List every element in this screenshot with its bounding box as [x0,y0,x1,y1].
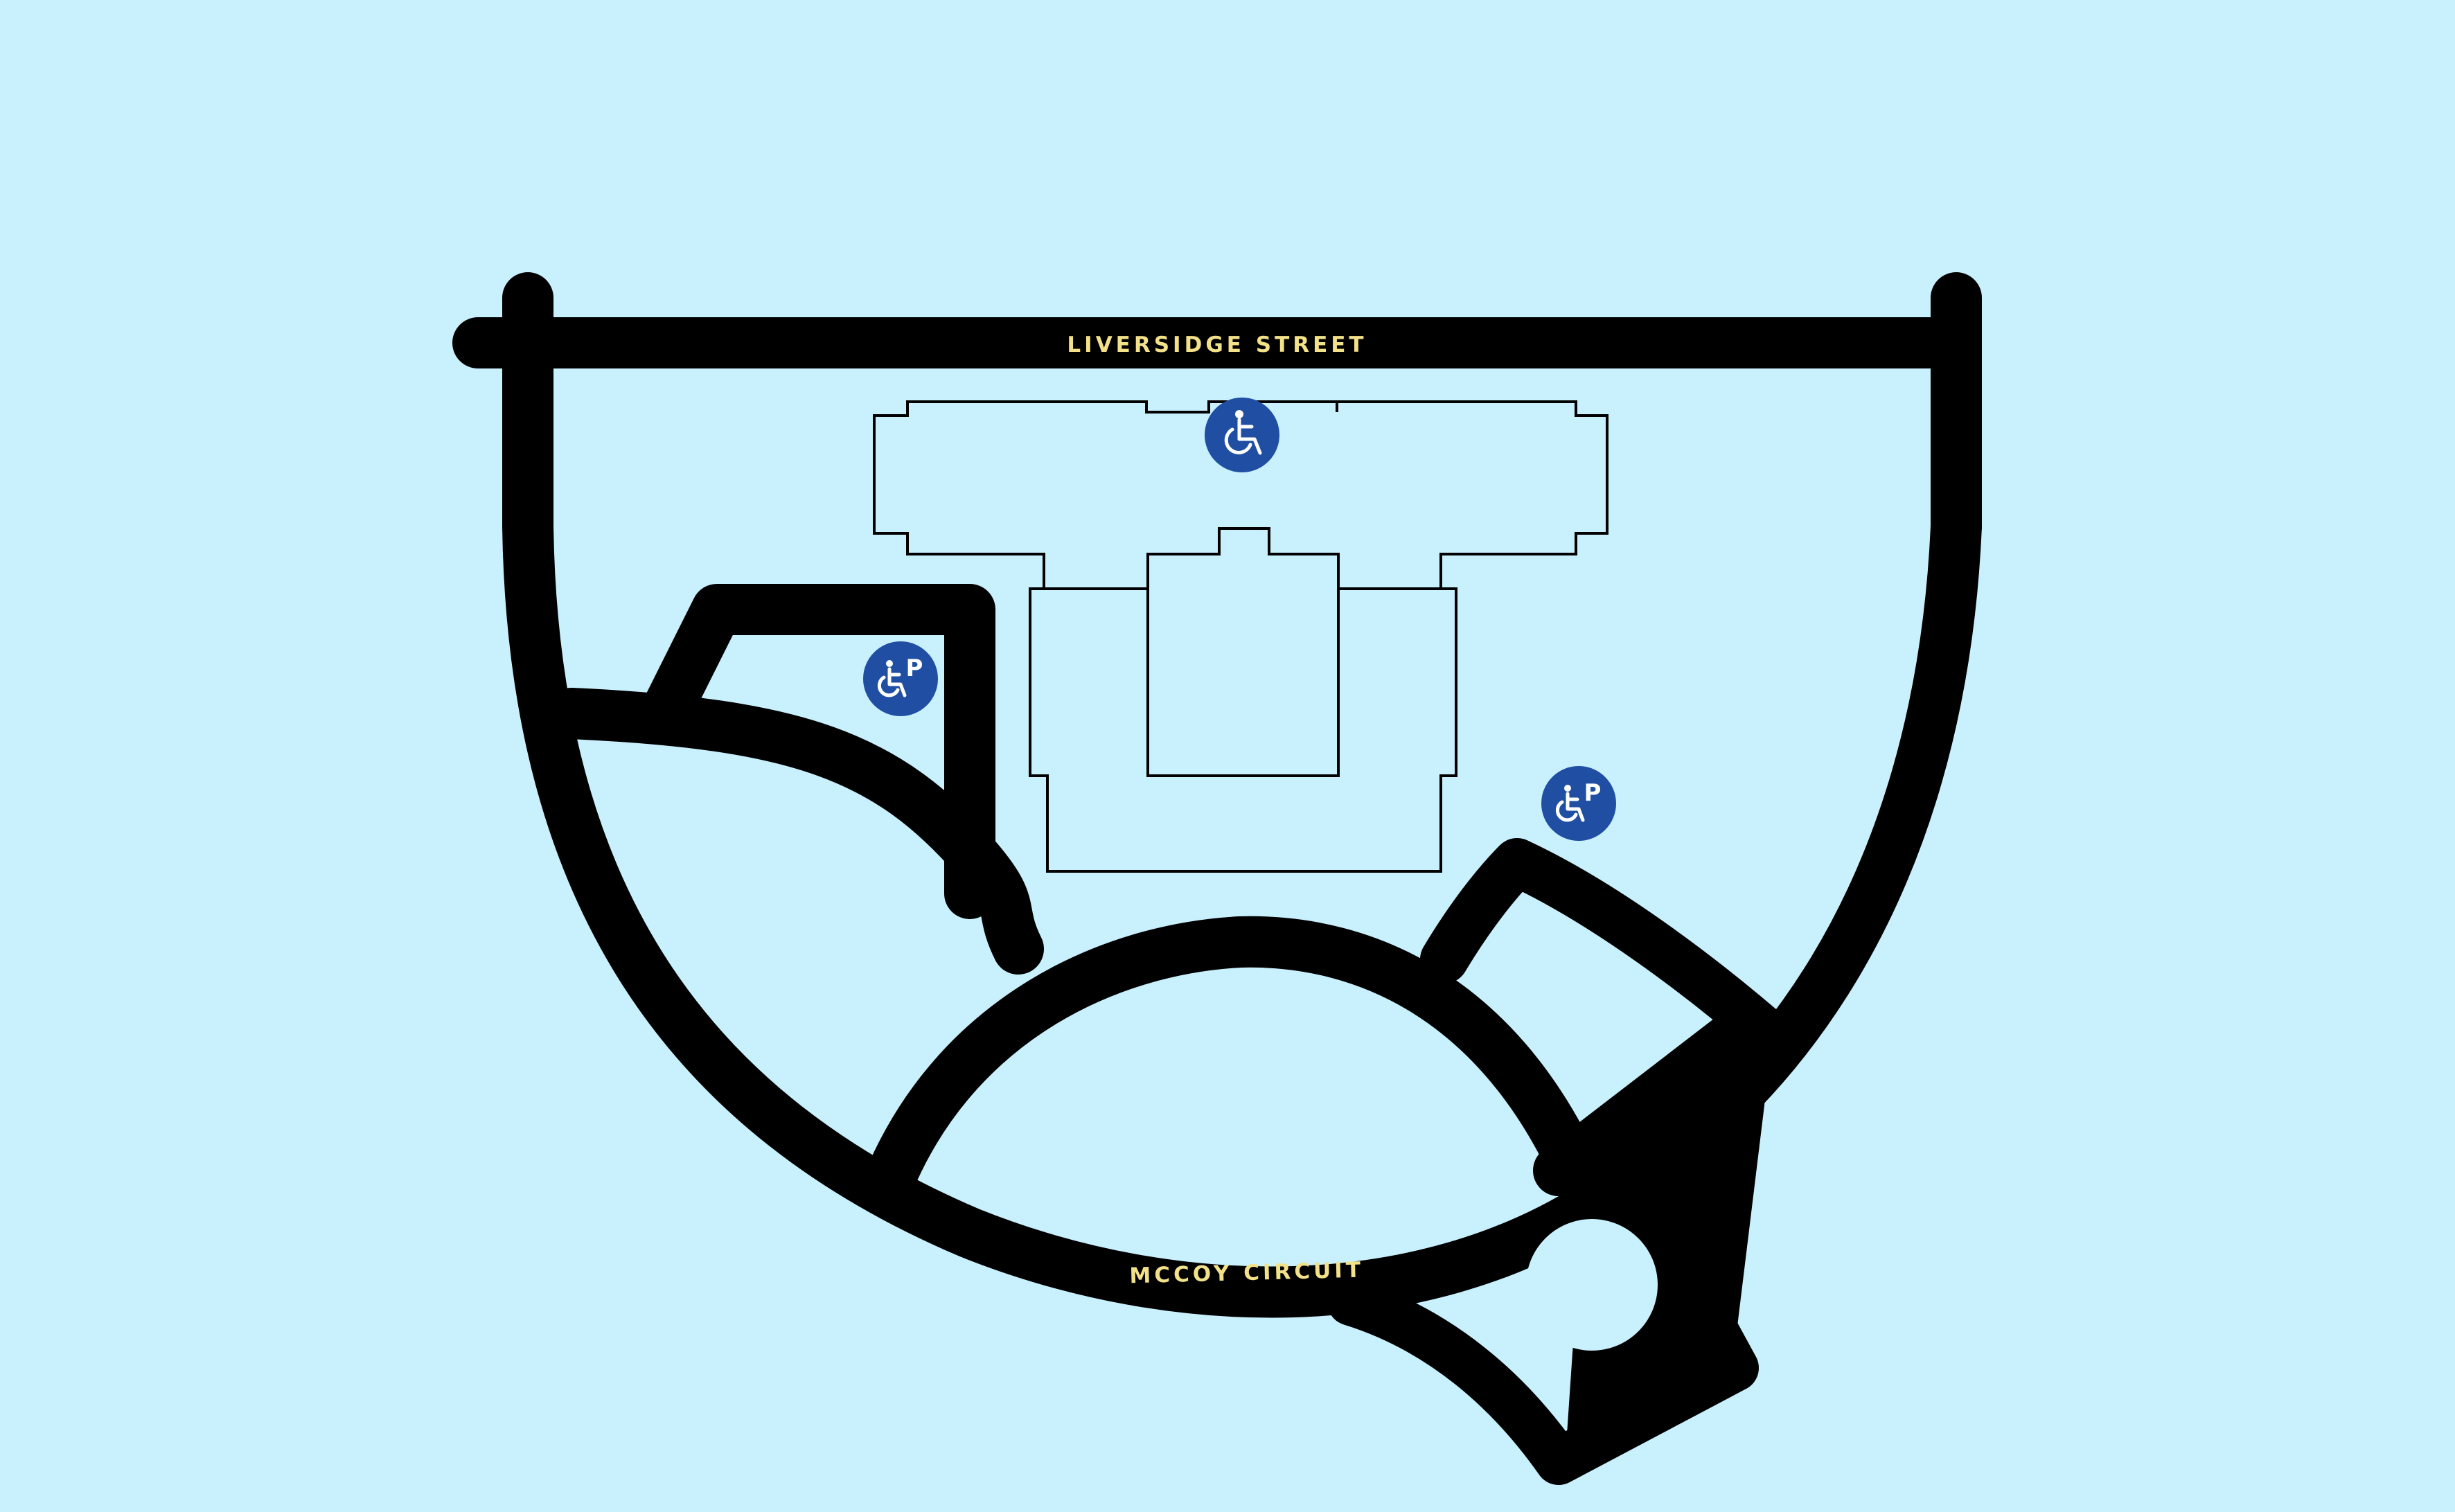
accessible-parking-west-marker[interactable]: P [863,641,938,716]
west-carpark-upper-road [639,584,995,919]
parking-letter: P [906,655,923,682]
roundabout-island [1526,1219,1658,1351]
mccoy-circuit-label: MCCOY CIRCUIT [1129,1258,1364,1289]
accessible-entrance-marker[interactable] [1205,398,1279,472]
wheelchair-parking-icon [877,660,907,697]
east-carpark-road [1420,838,1798,1063]
west-carpark-road [546,688,1044,975]
mccoy-circuit-road [502,501,1982,1318]
west-loop-stub [502,278,553,329]
wheelchair-parking-icon [1555,785,1585,822]
marker-circle [1205,398,1279,472]
accessible-parking-east-marker[interactable]: P [1541,766,1616,841]
marker-circle [1541,766,1616,841]
central-wing-outline [1146,527,1340,777]
inner-arc-driveway [868,916,1598,1196]
parking-letter: P [1584,779,1602,807]
liversidge-street-label: LIVERSIDGE STREET [1067,332,1367,357]
east-carpark-connector [1533,1006,1764,1196]
road-network [452,272,1982,1485]
marker-circle [863,641,938,716]
east-loop-stub [1931,278,1982,329]
buildings [873,400,1608,873]
wheelchair-icon [1224,410,1262,455]
liversidge-west-stub [463,317,514,368]
